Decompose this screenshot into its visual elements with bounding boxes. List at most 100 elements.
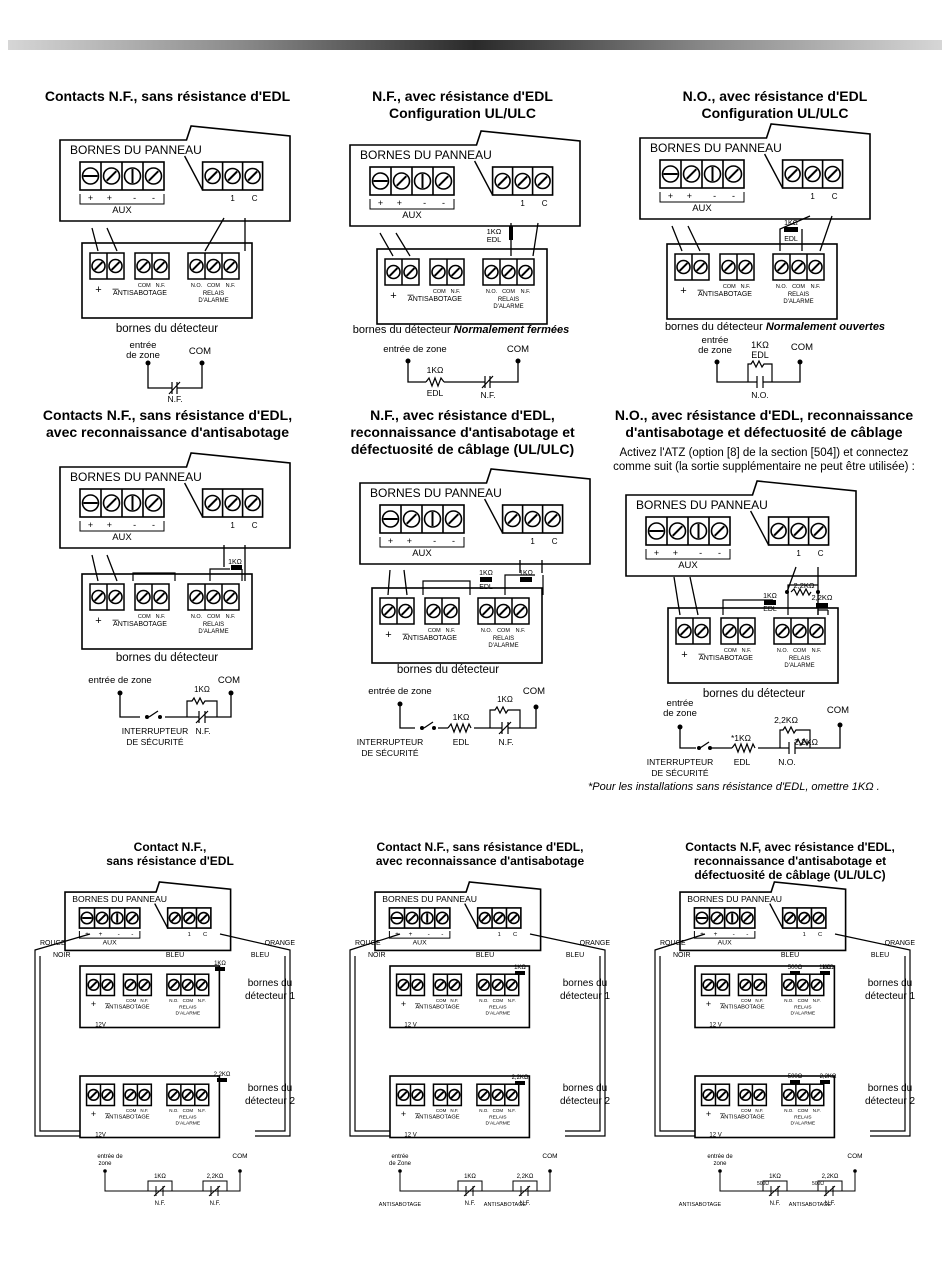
svg-text:COM: COM xyxy=(827,705,849,716)
svg-text:AUX: AUX xyxy=(412,548,432,559)
svg-text:C: C xyxy=(832,192,838,201)
svg-text:N.O.: N.O. xyxy=(784,998,793,1003)
svg-text:COM: COM xyxy=(207,283,220,289)
svg-text:-: - xyxy=(746,931,748,938)
svg-text:1KΩ: 1KΩ xyxy=(819,965,831,971)
svg-text:1: 1 xyxy=(803,932,806,938)
svg-text:NOIR: NOIR xyxy=(673,952,691,959)
svg-text:+: + xyxy=(107,193,112,203)
svg-text:N.F.: N.F. xyxy=(741,284,751,290)
svg-text:–: – xyxy=(105,998,111,1008)
svg-text:BLEU: BLEU xyxy=(566,952,584,959)
svg-text:N.F.: N.F. xyxy=(446,628,456,634)
svg-text:COM: COM xyxy=(507,344,529,355)
svg-text:N.O.: N.O. xyxy=(479,998,488,1003)
svg-text:ORANGE: ORANGE xyxy=(580,940,611,947)
svg-text:D'ALARME: D'ALARME xyxy=(488,643,518,649)
svg-text:bornes du détecteur: bornes du détecteur xyxy=(397,664,499,676)
svg-text:2,2KΩ: 2,2KΩ xyxy=(794,737,818,747)
svg-text:EDL: EDL xyxy=(784,236,798,243)
svg-text:COM: COM xyxy=(126,998,137,1003)
svg-text:RELAIS: RELAIS xyxy=(789,656,810,662)
svg-text:+: + xyxy=(107,520,112,530)
svg-text:DE SÉCURITÉ: DE SÉCURITÉ xyxy=(651,768,708,778)
svg-text:N.F.: N.F. xyxy=(450,1108,458,1113)
diagram-title: Contacts N.F., sans résistance d'EDL xyxy=(44,88,291,104)
svg-text:AUX: AUX xyxy=(718,940,732,947)
svg-text:–: – xyxy=(697,284,704,296)
svg-text:1KΩ: 1KΩ xyxy=(769,1174,781,1180)
svg-text:BORNES DU PANNEAU: BORNES DU PANNEAU xyxy=(370,486,502,500)
svg-text:+: + xyxy=(385,629,391,641)
svg-text:BORNES DU PANNEAU: BORNES DU PANNEAU xyxy=(70,143,202,157)
svg-text:D'ALARME: D'ALARME xyxy=(784,663,814,669)
svg-text:1KΩ: 1KΩ xyxy=(784,220,798,227)
header-gradient-bar xyxy=(8,40,942,50)
svg-text:N.F.: N.F. xyxy=(195,726,210,736)
svg-text:N.F.: N.F. xyxy=(226,614,236,620)
svg-text:N.F.: N.F. xyxy=(451,289,461,295)
svg-text:–: – xyxy=(720,1108,726,1118)
svg-text:1KΩ: 1KΩ xyxy=(519,570,533,577)
svg-text:D'ALARME: D'ALARME xyxy=(198,298,228,304)
svg-text:N.F.: N.F. xyxy=(755,1108,763,1113)
svg-text:COM: COM xyxy=(433,289,446,295)
svg-text:1: 1 xyxy=(520,199,525,208)
svg-text:+: + xyxy=(91,999,96,1009)
svg-text:-: - xyxy=(152,520,155,530)
svg-text:COM: COM xyxy=(207,614,220,620)
svg-text:1: 1 xyxy=(796,549,801,558)
svg-text:ANTISABOTAGE: ANTISABOTAGE xyxy=(408,296,462,303)
diagram-dual-nf-no-eol: Contact N.F.,sans résistance d'EDL BORNE… xyxy=(20,836,320,1226)
diagram-title: Contacts N.F, avec résistance d'EDL,reco… xyxy=(685,840,895,882)
svg-text:N.F.: N.F. xyxy=(140,998,148,1003)
svg-text:500Ω: 500Ω xyxy=(788,1074,803,1080)
svg-text:C: C xyxy=(252,521,258,530)
svg-text:ANTISABOTAGE: ANTISABOTAGE xyxy=(105,1115,149,1121)
svg-text:RELAIS: RELAIS xyxy=(794,1115,812,1121)
svg-text:1KΩ: 1KΩ xyxy=(453,712,470,722)
svg-text:DE SÉCURITÉ: DE SÉCURITÉ xyxy=(361,748,418,758)
svg-text:-: - xyxy=(133,520,136,530)
svg-text:INTERRUPTEUR: INTERRUPTEUR xyxy=(122,726,189,736)
svg-text:+: + xyxy=(409,931,413,938)
svg-text:COM: COM xyxy=(523,686,545,697)
svg-text:1KΩ: 1KΩ xyxy=(497,695,513,704)
svg-text:-: - xyxy=(152,193,155,203)
svg-text:RELAIS: RELAIS xyxy=(179,1005,197,1011)
svg-text:+: + xyxy=(681,649,687,661)
svg-text:de zone: de zone xyxy=(126,350,160,361)
svg-text:BLEU: BLEU xyxy=(166,952,184,959)
svg-text:ANTISABOTAGE: ANTISABOTAGE xyxy=(484,1202,527,1208)
svg-text:ANTISABOTAGE: ANTISABOTAGE xyxy=(113,290,167,297)
svg-text:500Ω: 500Ω xyxy=(812,1181,824,1187)
svg-text:12 V: 12 V xyxy=(709,1132,721,1138)
svg-text:entrée: entrée xyxy=(391,1154,409,1160)
svg-text:ROUGE: ROUGE xyxy=(355,940,381,947)
svg-text:+: + xyxy=(397,198,402,208)
svg-text:RELAIS: RELAIS xyxy=(493,636,514,642)
svg-text:-: - xyxy=(699,548,702,558)
diagram-dual-nf-tamper: Contact N.F., sans résistance d'EDL,avec… xyxy=(335,836,625,1226)
svg-text:-: - xyxy=(442,198,445,208)
svg-text:bornes du: bornes du xyxy=(868,1083,912,1094)
svg-text:C: C xyxy=(203,932,207,938)
svg-text:N.F.: N.F. xyxy=(140,1108,148,1113)
diagram-title: N.F., avec résistance d'EDL,reconnaissan… xyxy=(350,407,575,457)
svg-text:N.O.: N.O. xyxy=(784,1108,793,1113)
svg-text:bornes du: bornes du xyxy=(868,978,912,989)
svg-text:EDL: EDL xyxy=(479,584,493,591)
svg-text:+: + xyxy=(390,290,396,302)
svg-text:RELAIS: RELAIS xyxy=(498,297,519,303)
svg-text:BORNES DU PANNEAU: BORNES DU PANNEAU xyxy=(72,894,167,904)
svg-text:de zone: de zone xyxy=(698,345,732,356)
